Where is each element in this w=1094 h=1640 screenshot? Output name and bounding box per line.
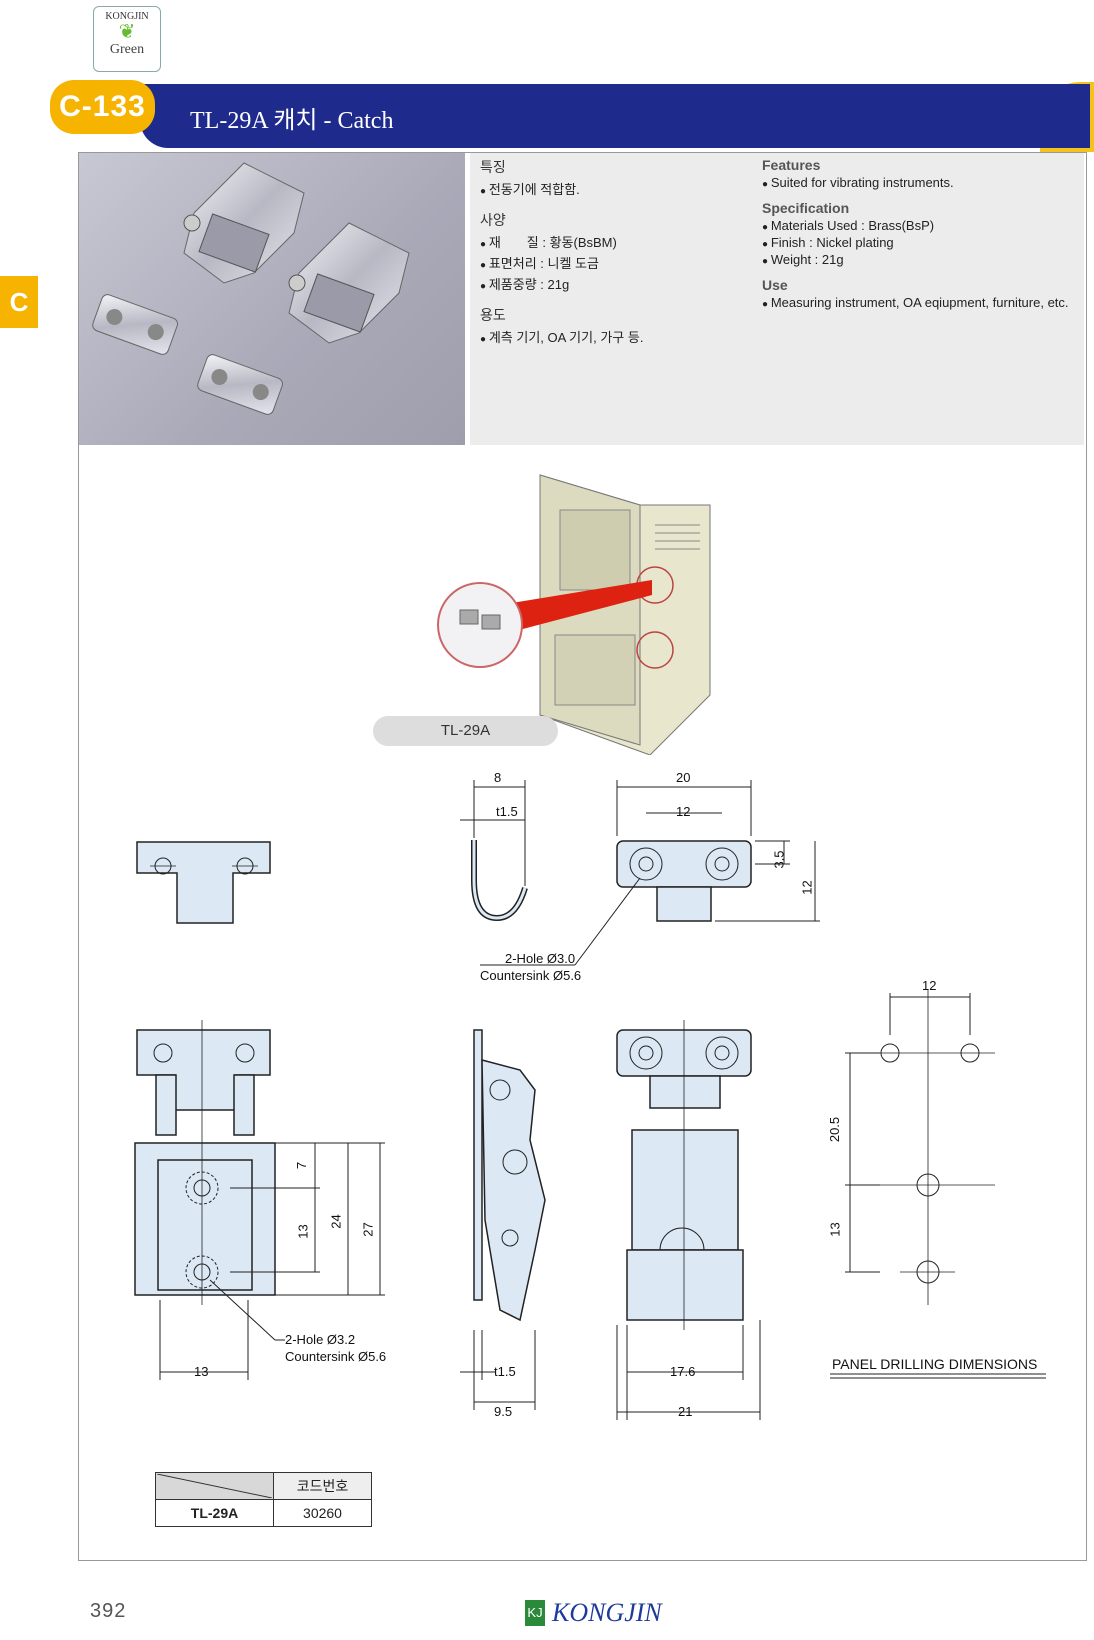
- dim-side-t: t1.5: [494, 1364, 516, 1379]
- dim-panel-width: 12: [922, 978, 937, 993]
- spec-en-material: Materials Used : Brass(BsP): [762, 218, 1082, 233]
- info-english: Features Suited for vibrating instrument…: [762, 157, 1082, 310]
- dim-left-27: 27: [360, 1222, 376, 1237]
- dim-panel-h1: 20.5: [827, 1116, 843, 1143]
- table-header-code: 코드번호: [273, 1472, 372, 1500]
- dim-front-h1: 3.5: [771, 850, 787, 869]
- catch-right: [288, 222, 410, 344]
- use-title-ko: 용도: [480, 307, 506, 323]
- dim-left-bottom: 13: [194, 1364, 209, 1379]
- info-panel: 특징 전동기에 적합함. 사양 재 질 : 황동(BsBM) 표면처리 : 니켈…: [470, 153, 1084, 445]
- spec-ko-material: 재 질 : 황동(BsBM): [480, 232, 750, 251]
- left-hole-note: 2-Hole Ø3.2: [285, 1332, 356, 1347]
- features-title-ko: 특징: [480, 159, 506, 175]
- catch-assembly-rear-view: [616, 1020, 761, 1420]
- dim-left-7: 7: [294, 1161, 310, 1170]
- illustration-label: TL-29A: [373, 716, 558, 746]
- dim-panel-h2: 13: [827, 1222, 843, 1237]
- top-countersink-note: Countersink Ø5.6: [480, 968, 582, 983]
- use-en: Measuring instrument, OA eqiupment, furn…: [762, 295, 1082, 310]
- catch-left: [183, 162, 305, 284]
- product-code-badge: C-133: [50, 80, 155, 134]
- strike-plate-top-view: [136, 841, 271, 924]
- table-model-cell: TL-29A: [155, 1499, 274, 1527]
- dim-side-w: 9.5: [494, 1404, 513, 1419]
- dim-front-hole-spacing: 12: [676, 804, 691, 819]
- panel-drilling-diagram: [830, 990, 1046, 1379]
- brand-logo: KONGJIN ❦ Green: [93, 6, 161, 72]
- catch-assembly-side-view: [460, 1029, 546, 1410]
- features-title-en: Features: [762, 157, 821, 173]
- dim-left-13: 13: [295, 1224, 311, 1239]
- dim-left-24: 24: [328, 1214, 344, 1229]
- dim-front-width: 20: [676, 770, 691, 785]
- dim-side-thickness: t1.5: [496, 804, 518, 819]
- strike-left: [92, 294, 178, 355]
- application-illustration: [430, 465, 730, 756]
- code-table: 코드번호 TL-29A 30260: [155, 1472, 372, 1527]
- dim-front-inner: 17.6: [670, 1364, 696, 1379]
- spec-ko-weight: 제품중량 : 21g: [480, 274, 750, 293]
- strike-plate-side-view: [460, 780, 528, 922]
- use-title-en: Use: [762, 277, 788, 293]
- content-frame: [78, 152, 1087, 1561]
- spec-title-ko: 사양: [480, 212, 506, 228]
- strike-plate-front-view: [480, 780, 820, 966]
- leaf-icon: ❦: [118, 21, 136, 43]
- logo-bottom-text: Green: [109, 42, 145, 57]
- dim-side-width: 8: [494, 770, 502, 785]
- page-number: 392: [90, 1600, 127, 1622]
- dim-front-h2: 12: [799, 880, 815, 895]
- spec-en-weight: Weight : 21g: [762, 252, 1082, 267]
- left-countersink-note: Countersink Ø5.6: [285, 1349, 387, 1364]
- page-title: TL-29A 캐치 - Catch: [190, 108, 394, 134]
- top-hole-note: 2-Hole Ø3.0: [505, 951, 576, 966]
- spec-ko-finish: 표면처리 : 니켈 도금: [480, 253, 750, 272]
- product-photo: [79, 153, 465, 445]
- table-code-cell: 30260: [273, 1499, 372, 1527]
- dim-front-outer: 21: [678, 1404, 693, 1419]
- section-tab: C: [0, 276, 38, 328]
- strike-right: [197, 354, 283, 415]
- footer-brand: KONGJIN: [552, 1598, 662, 1627]
- logo-top-text: KONGJIN: [105, 11, 149, 22]
- catch-assembly-front-view: [134, 1020, 385, 1380]
- feature-ko: 전동기에 적합함.: [480, 179, 750, 198]
- table-corner-cell: [155, 1472, 274, 1500]
- panel-drilling-title: PANEL DRILLING DIMENSIONS: [832, 1356, 1038, 1372]
- feature-en: Suited for vibrating instruments.: [762, 175, 1082, 190]
- footer-kj-logo: KJ: [525, 1600, 545, 1626]
- info-korean: 특징 전동기에 적합함. 사양 재 질 : 황동(BsBM) 표면처리 : 니켈…: [480, 157, 750, 346]
- spec-title-en: Specification: [762, 200, 850, 216]
- spec-en-finish: Finish : Nickel plating: [762, 235, 1082, 250]
- use-ko: 계측 기기, OA 기기, 가구 등.: [480, 327, 750, 346]
- header-bar: [140, 84, 1090, 148]
